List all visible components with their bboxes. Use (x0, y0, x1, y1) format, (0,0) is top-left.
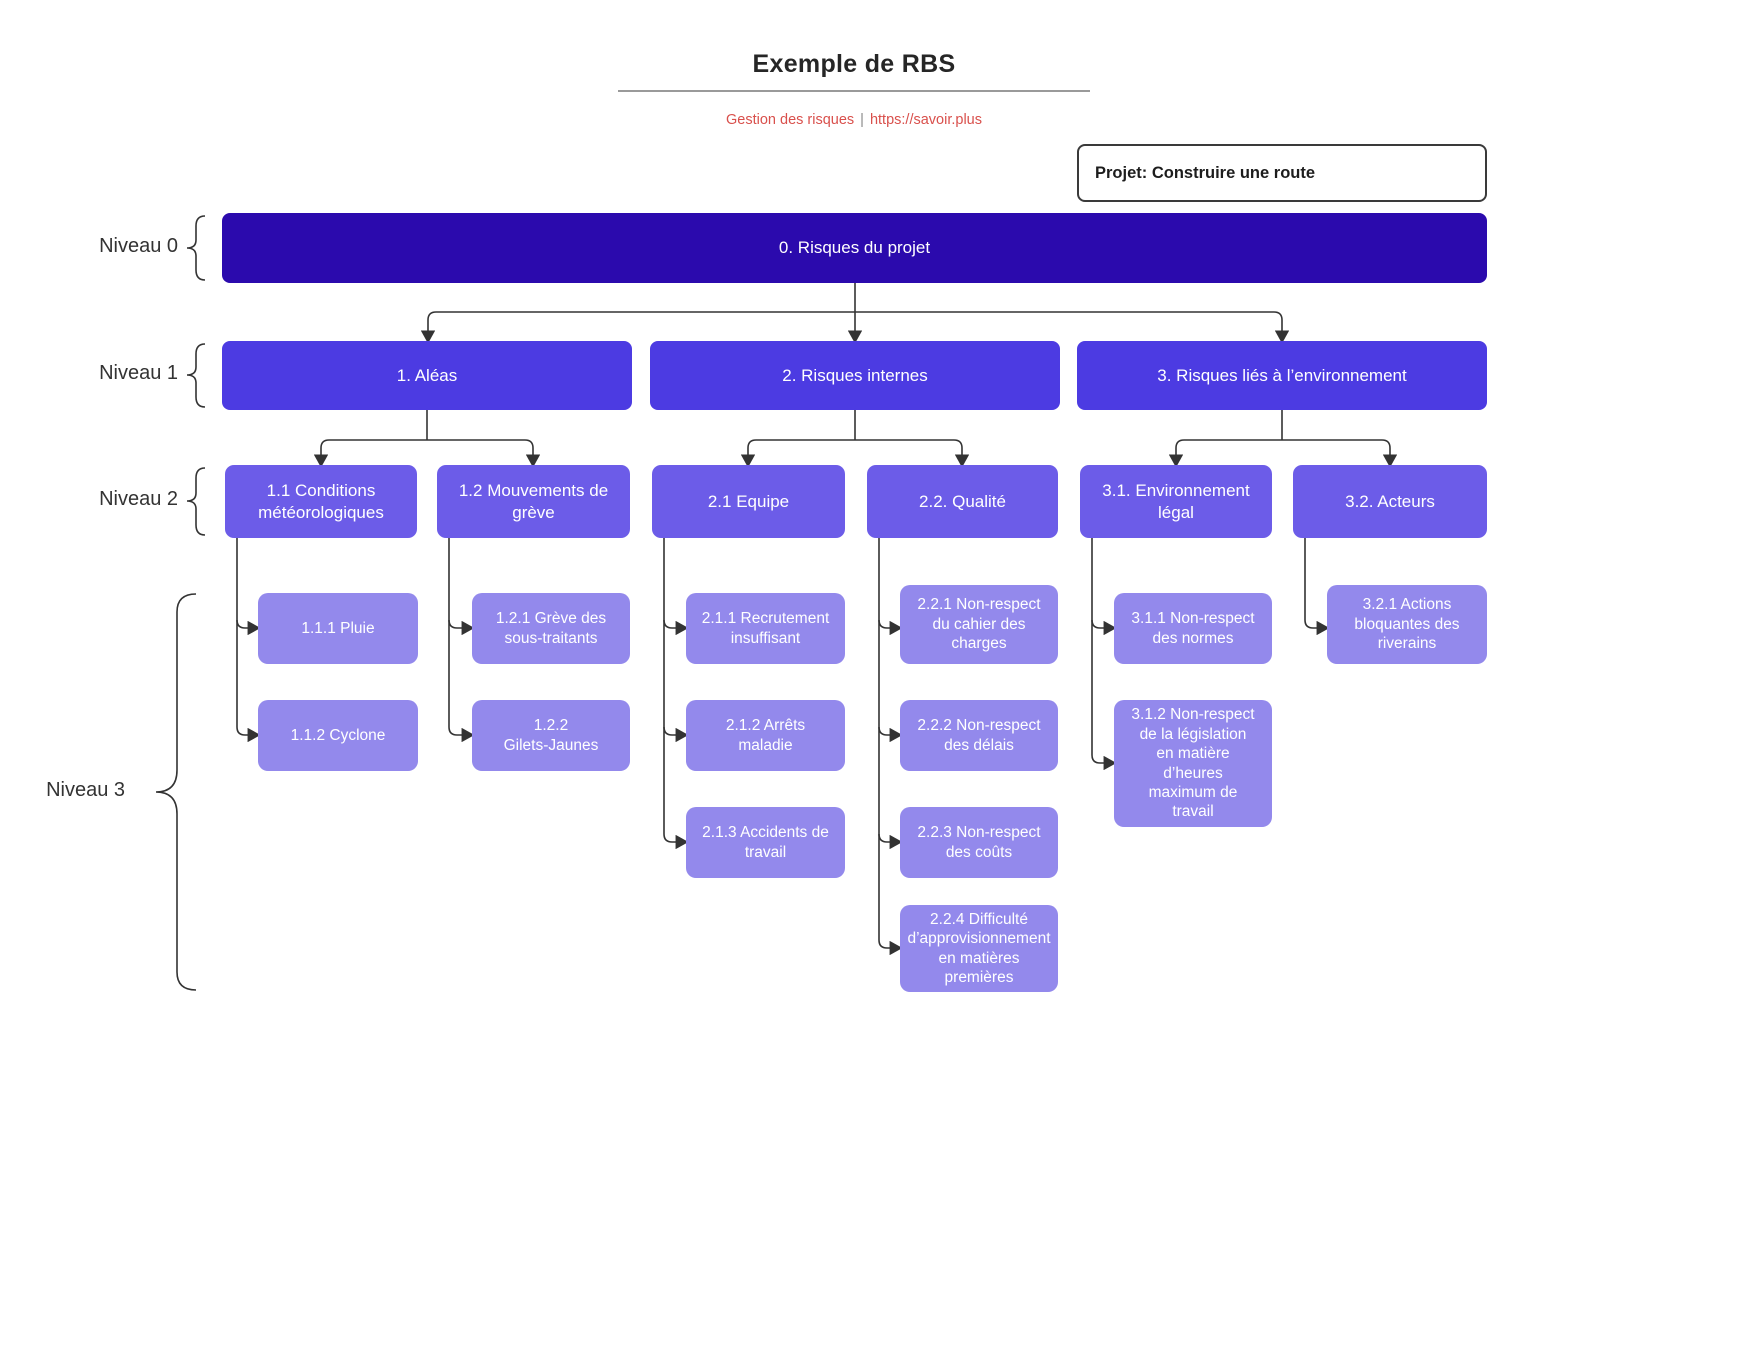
node-1-1-conditions-meteorologiques: 1.1 Conditions météorologiques (225, 465, 417, 538)
node-2-2-2-non-respect-des-delais: 2.2.2 Non-respect des délais (900, 700, 1058, 771)
brace-level-2 (186, 467, 206, 536)
page-title: Exemple de RBS (618, 50, 1090, 79)
brace-level-0 (186, 215, 206, 281)
node-2-1-equipe: 2.1 Equipe (652, 465, 845, 538)
node-2-risques-internes: 2. Risques internes (650, 341, 1060, 410)
connector (448, 619, 475, 636)
connector (1304, 538, 1330, 636)
node-2-2-3-non-respect-des-couts: 2.2.3 Non-respect des coûts (900, 807, 1058, 878)
node-3-2-1-actions-bloquantes-riverains: 3.2.1 Actions bloquantes des riverains (1327, 585, 1487, 664)
connector (663, 538, 689, 850)
level-label-2: Niveau 2 (99, 488, 178, 510)
connector (448, 538, 475, 743)
node-3-2-acteurs: 3.2. Acteurs (1293, 465, 1487, 538)
connector (878, 619, 903, 636)
node-2-2-1-non-respect-cahier-des-charges: 2.2.1 Non-respect du cahier des charges (900, 585, 1058, 664)
connector (878, 726, 903, 743)
connector (236, 538, 261, 743)
node-2-2-qualite: 2.2. Qualité (867, 465, 1058, 538)
node-3-risques-environnement: 3. Risques liés à l’environnement (1077, 341, 1487, 410)
node-1-1-2-cyclone: 1.1.2 Cyclone (258, 700, 418, 771)
connector (420, 311, 855, 344)
connector (663, 726, 689, 743)
connector (1282, 439, 1398, 468)
node-3-1-1-non-respect-des-normes: 3.1.1 Non-respect des normes (1114, 593, 1272, 664)
brace-level-3 (155, 593, 197, 991)
subtitle-url-link[interactable]: https://savoir.plus (869, 112, 982, 128)
connector (313, 439, 427, 468)
connector (663, 619, 689, 636)
connector (855, 439, 970, 468)
node-1-2-2-gilets-jaunes: 1.2.2 Gilets-Jaunes (472, 700, 630, 771)
subtitle: Gestion des risques | https://savoir.plus (618, 112, 1090, 128)
node-2-1-3-accidents-de-travail: 2.1.3 Accidents de travail (686, 807, 845, 878)
connector (236, 619, 261, 636)
brace-level-1 (186, 343, 206, 408)
node-3-1-environnement-legal: 3.1. Environnement légal (1080, 465, 1272, 538)
node-3-1-2-non-respect-legislation: 3.1.2 Non-respect de la législation en m… (1114, 700, 1272, 827)
node-0-risques-du-projet: 0. Risques du projet (222, 213, 1487, 283)
connector (878, 538, 903, 956)
title-underline (618, 90, 1090, 92)
node-2-1-2-arrets-maladie: 2.1.2 Arrêts maladie (686, 700, 845, 771)
connector (427, 439, 541, 468)
subtitle-tagline: Gestion des risques (726, 112, 855, 128)
node-2-1-1-recrutement-insuffisant: 2.1.1 Recrutement insuffisant (686, 593, 845, 664)
node-1-2-1-greve-sous-traitants: 1.2.1 Grève des sous-traitants (472, 593, 630, 664)
node-1-aleas: 1. Aléas (222, 341, 632, 410)
connector (740, 439, 855, 468)
level-label-1: Niveau 1 (99, 362, 178, 384)
project-box: Projet: Construire une route (1077, 144, 1487, 202)
connector (1091, 538, 1117, 771)
node-1-1-1-pluie: 1.1.1 Pluie (258, 593, 418, 664)
connector (1168, 439, 1282, 468)
title-text: Exemple de RBS (752, 50, 956, 78)
subtitle-separator: | (860, 112, 864, 128)
connector (878, 833, 903, 850)
node-2-2-4-difficulte-approvisionnement: 2.2.4 Difficulté d’approvisionnement en … (900, 905, 1058, 992)
connector (855, 311, 1290, 344)
level-label-0: Niveau 0 (99, 235, 178, 257)
connector (1091, 619, 1117, 636)
level-label-3: Niveau 3 (46, 779, 125, 801)
node-1-2-mouvements-de-greve: 1.2 Mouvements de grève (437, 465, 630, 538)
